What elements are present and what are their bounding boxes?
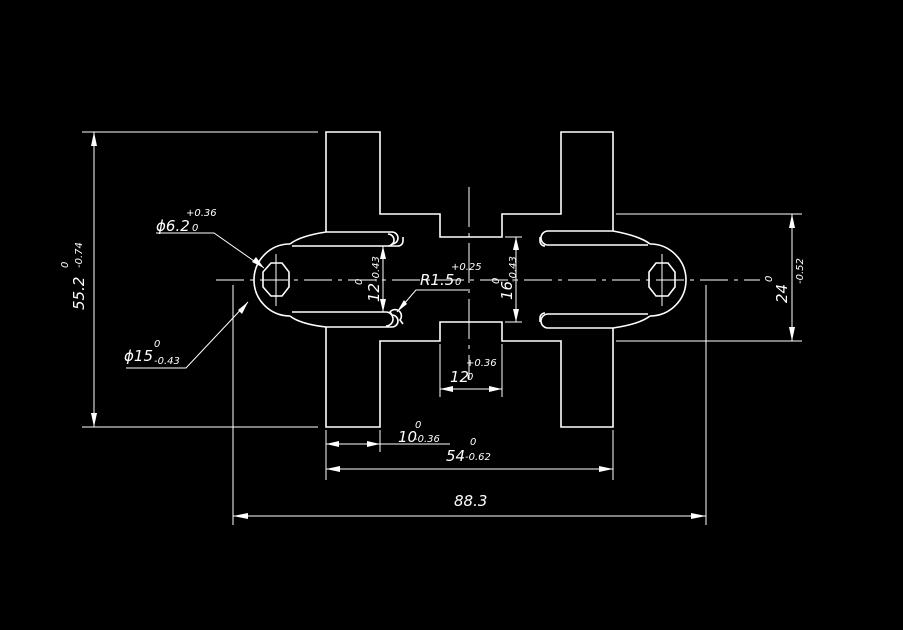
height-24-lower: -0.52 — [795, 258, 806, 284]
left-upper-arm-edge — [292, 233, 395, 247]
radius-text: R1.5 — [420, 271, 454, 289]
width-54-upper: 0 — [470, 437, 476, 448]
width-12-upper: +0.36 — [466, 358, 497, 369]
width-10-upper: 0 — [415, 420, 421, 431]
height-16-text: 16 — [498, 281, 516, 300]
height-55-lower: -0.74 — [74, 242, 85, 268]
upper-left-tab — [325, 131, 614, 238]
left-lower-arm — [289, 308, 404, 328]
width-10-lower: -0.36 — [414, 434, 440, 445]
lower-tabs — [325, 321, 614, 428]
right-hole — [648, 262, 676, 297]
boss-dia-lower: -0.43 — [154, 356, 180, 367]
right-lower-arm-slot — [539, 312, 546, 322]
width-54-lower: -0.62 — [465, 452, 491, 463]
left-lower-arm-edge — [292, 311, 394, 327]
radius-upper: +0.25 — [451, 262, 482, 273]
width-54-text: 54 — [446, 447, 465, 465]
left-hole — [262, 262, 290, 297]
overall-length-text: 88.3 — [454, 492, 487, 510]
center-lines — [216, 187, 760, 379]
hole-dia-upper: +0.36 — [186, 208, 217, 219]
left-upper-arm — [289, 231, 404, 247]
part-outline — [253, 131, 687, 428]
hole-dia-text: ϕ6.2 — [156, 217, 190, 235]
height-24-upper: 0 — [764, 276, 775, 282]
height-55-text: 55.2 — [70, 277, 88, 310]
width-12-lower: 0 — [467, 372, 473, 383]
boss-dia-text: ϕ15 — [124, 347, 153, 365]
right-lower-arm — [540, 313, 651, 329]
boss-dia-upper: 0 — [154, 339, 160, 350]
height-16-lower: -0.43 — [508, 256, 519, 282]
height-16-upper: 0 — [491, 278, 502, 284]
width-12-text: 12 — [450, 368, 469, 386]
height-24-text: 24 — [773, 284, 791, 303]
height-12-text: 12 — [365, 283, 383, 302]
height-12-lower: -0.43 — [371, 256, 382, 282]
width-10-text: 10 — [398, 428, 417, 446]
left-boss — [253, 243, 291, 317]
radius-lower: 0 — [455, 277, 461, 288]
height-55-upper: 0 — [60, 262, 71, 268]
right-boss — [649, 243, 687, 317]
right-upper-arm — [540, 230, 651, 246]
dimensions: 55.2 0 -0.74 24 0 -0.52 16 0 -0.43 12 0 … — [60, 131, 806, 525]
right-upper-arm-slot — [539, 237, 546, 247]
hole-dia-lower: 0 — [192, 223, 198, 234]
height-12-upper: 0 — [354, 279, 365, 285]
